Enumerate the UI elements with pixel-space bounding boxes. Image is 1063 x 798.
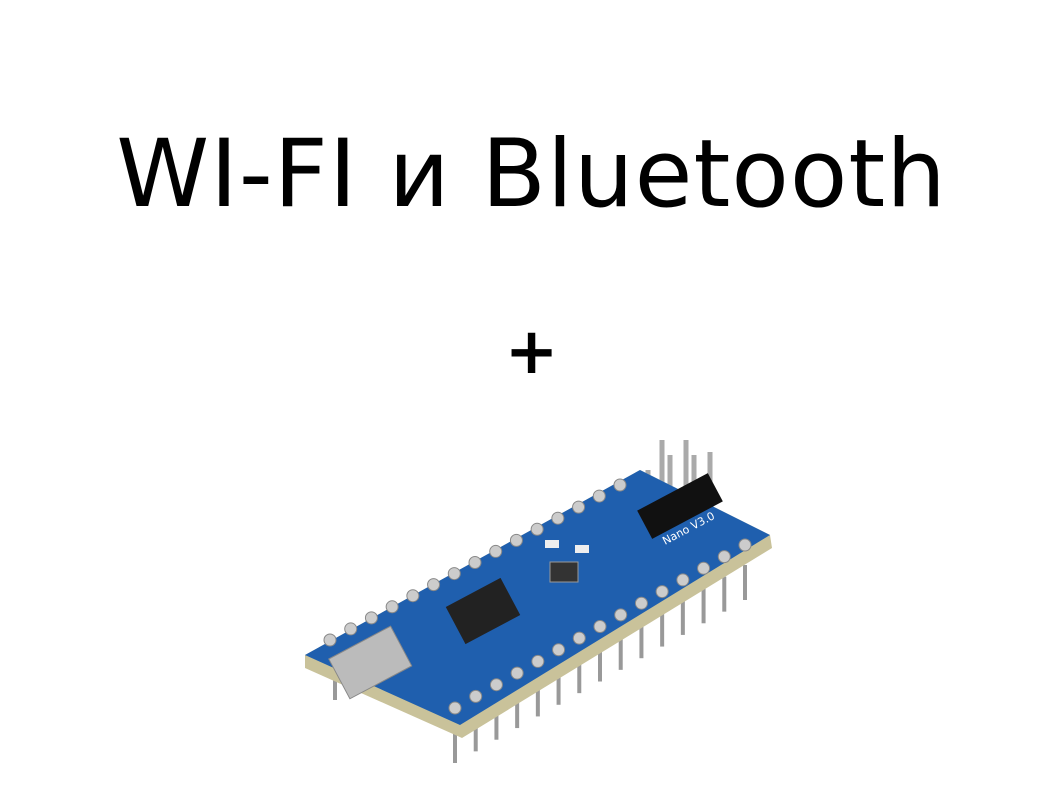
pad <box>509 533 523 547</box>
pad <box>552 643 566 657</box>
pad <box>489 678 503 692</box>
pad <box>427 578 441 592</box>
slide-title: WI-FI и Bluetooth <box>116 120 947 229</box>
pad <box>592 489 606 503</box>
pad <box>344 622 358 636</box>
pad <box>385 600 399 614</box>
usb-connector <box>328 625 413 700</box>
pad <box>572 500 586 514</box>
pad <box>530 522 544 536</box>
microcontroller-chip <box>445 577 521 645</box>
pad <box>697 561 711 575</box>
led <box>545 540 559 548</box>
pad <box>468 556 482 569</box>
pad <box>406 589 420 603</box>
pad <box>448 701 462 715</box>
pad <box>510 666 524 680</box>
pin-pads <box>323 478 752 715</box>
pad <box>738 538 752 552</box>
pad <box>717 550 731 564</box>
pad <box>469 689 483 703</box>
led <box>575 545 589 553</box>
pad <box>489 544 503 558</box>
pad <box>572 631 586 645</box>
pad <box>634 596 648 610</box>
plus-sign: + <box>504 315 559 389</box>
pad <box>614 608 628 622</box>
pad <box>655 585 669 599</box>
pad <box>447 567 461 581</box>
reset-button <box>549 561 579 583</box>
pad <box>676 573 690 587</box>
pad <box>323 633 337 647</box>
header-block <box>637 473 723 539</box>
pad <box>364 611 378 625</box>
pad <box>551 511 565 525</box>
pad <box>613 478 627 492</box>
pad <box>593 620 607 633</box>
pad <box>531 654 545 668</box>
